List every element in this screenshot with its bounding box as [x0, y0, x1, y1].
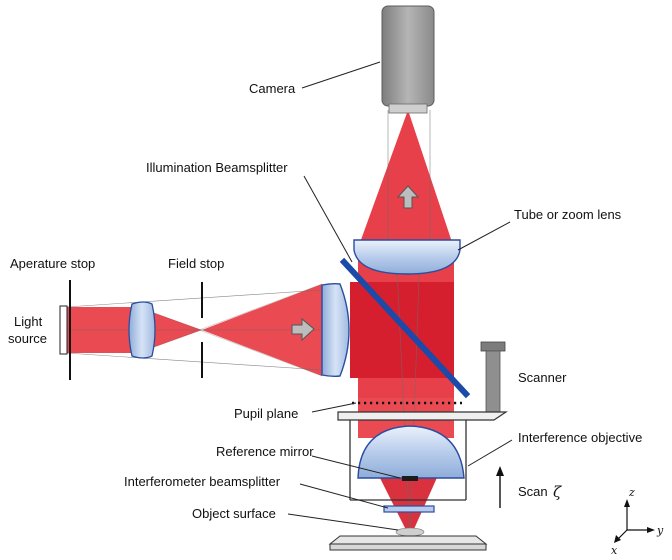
object-surface: [328, 527, 488, 551]
objective-lens: [357, 425, 465, 479]
camera: [381, 5, 435, 114]
reference-mirror: [402, 476, 418, 481]
scan-arrow-icon: [496, 466, 504, 508]
label-scanner: Scanner: [518, 370, 567, 385]
arrow-up-icon: [396, 185, 420, 209]
scanner: [480, 341, 506, 414]
label-reference-mirror: Reference mirror: [216, 444, 314, 459]
label-source: source: [8, 331, 47, 346]
label-object-surface: Object surface: [192, 506, 276, 521]
label-illumination-beamsplitter: Illumination Beamsplitter: [146, 160, 288, 175]
label-field-stop: Field stop: [168, 256, 224, 271]
label-camera: Camera: [249, 81, 296, 96]
tube-lens: [353, 239, 461, 275]
label-scan: Scan: [518, 484, 548, 499]
label-interference-objective: Interference objective: [518, 430, 642, 445]
axis-y-label: y: [656, 524, 664, 537]
label-tube-lens: Tube or zoom lens: [514, 207, 622, 222]
arrow-right-icon: [291, 317, 315, 342]
interference-objective: [337, 411, 508, 501]
label-light: Light: [14, 314, 43, 329]
illumination-beamsplitter: [339, 257, 471, 399]
axis-x-label: x: [611, 544, 618, 557]
axes-icon: [614, 499, 655, 543]
camera-beam: [358, 110, 454, 248]
label-aperture-stop: Aperature stop: [10, 256, 95, 271]
condenser-lens: [321, 282, 350, 378]
label-scan-symbol: ζ: [553, 483, 562, 501]
collector-lens: [128, 301, 156, 359]
leader-lines: [287, 61, 513, 531]
axis-z-label: z: [628, 486, 635, 499]
light-source-box: [59, 305, 68, 355]
interferometer-beamsplitter: [383, 505, 435, 513]
label-interferometer-beamsplitter: Interferometer beamsplitter: [124, 474, 281, 489]
label-pupil-plane: Pupil plane: [234, 406, 298, 421]
